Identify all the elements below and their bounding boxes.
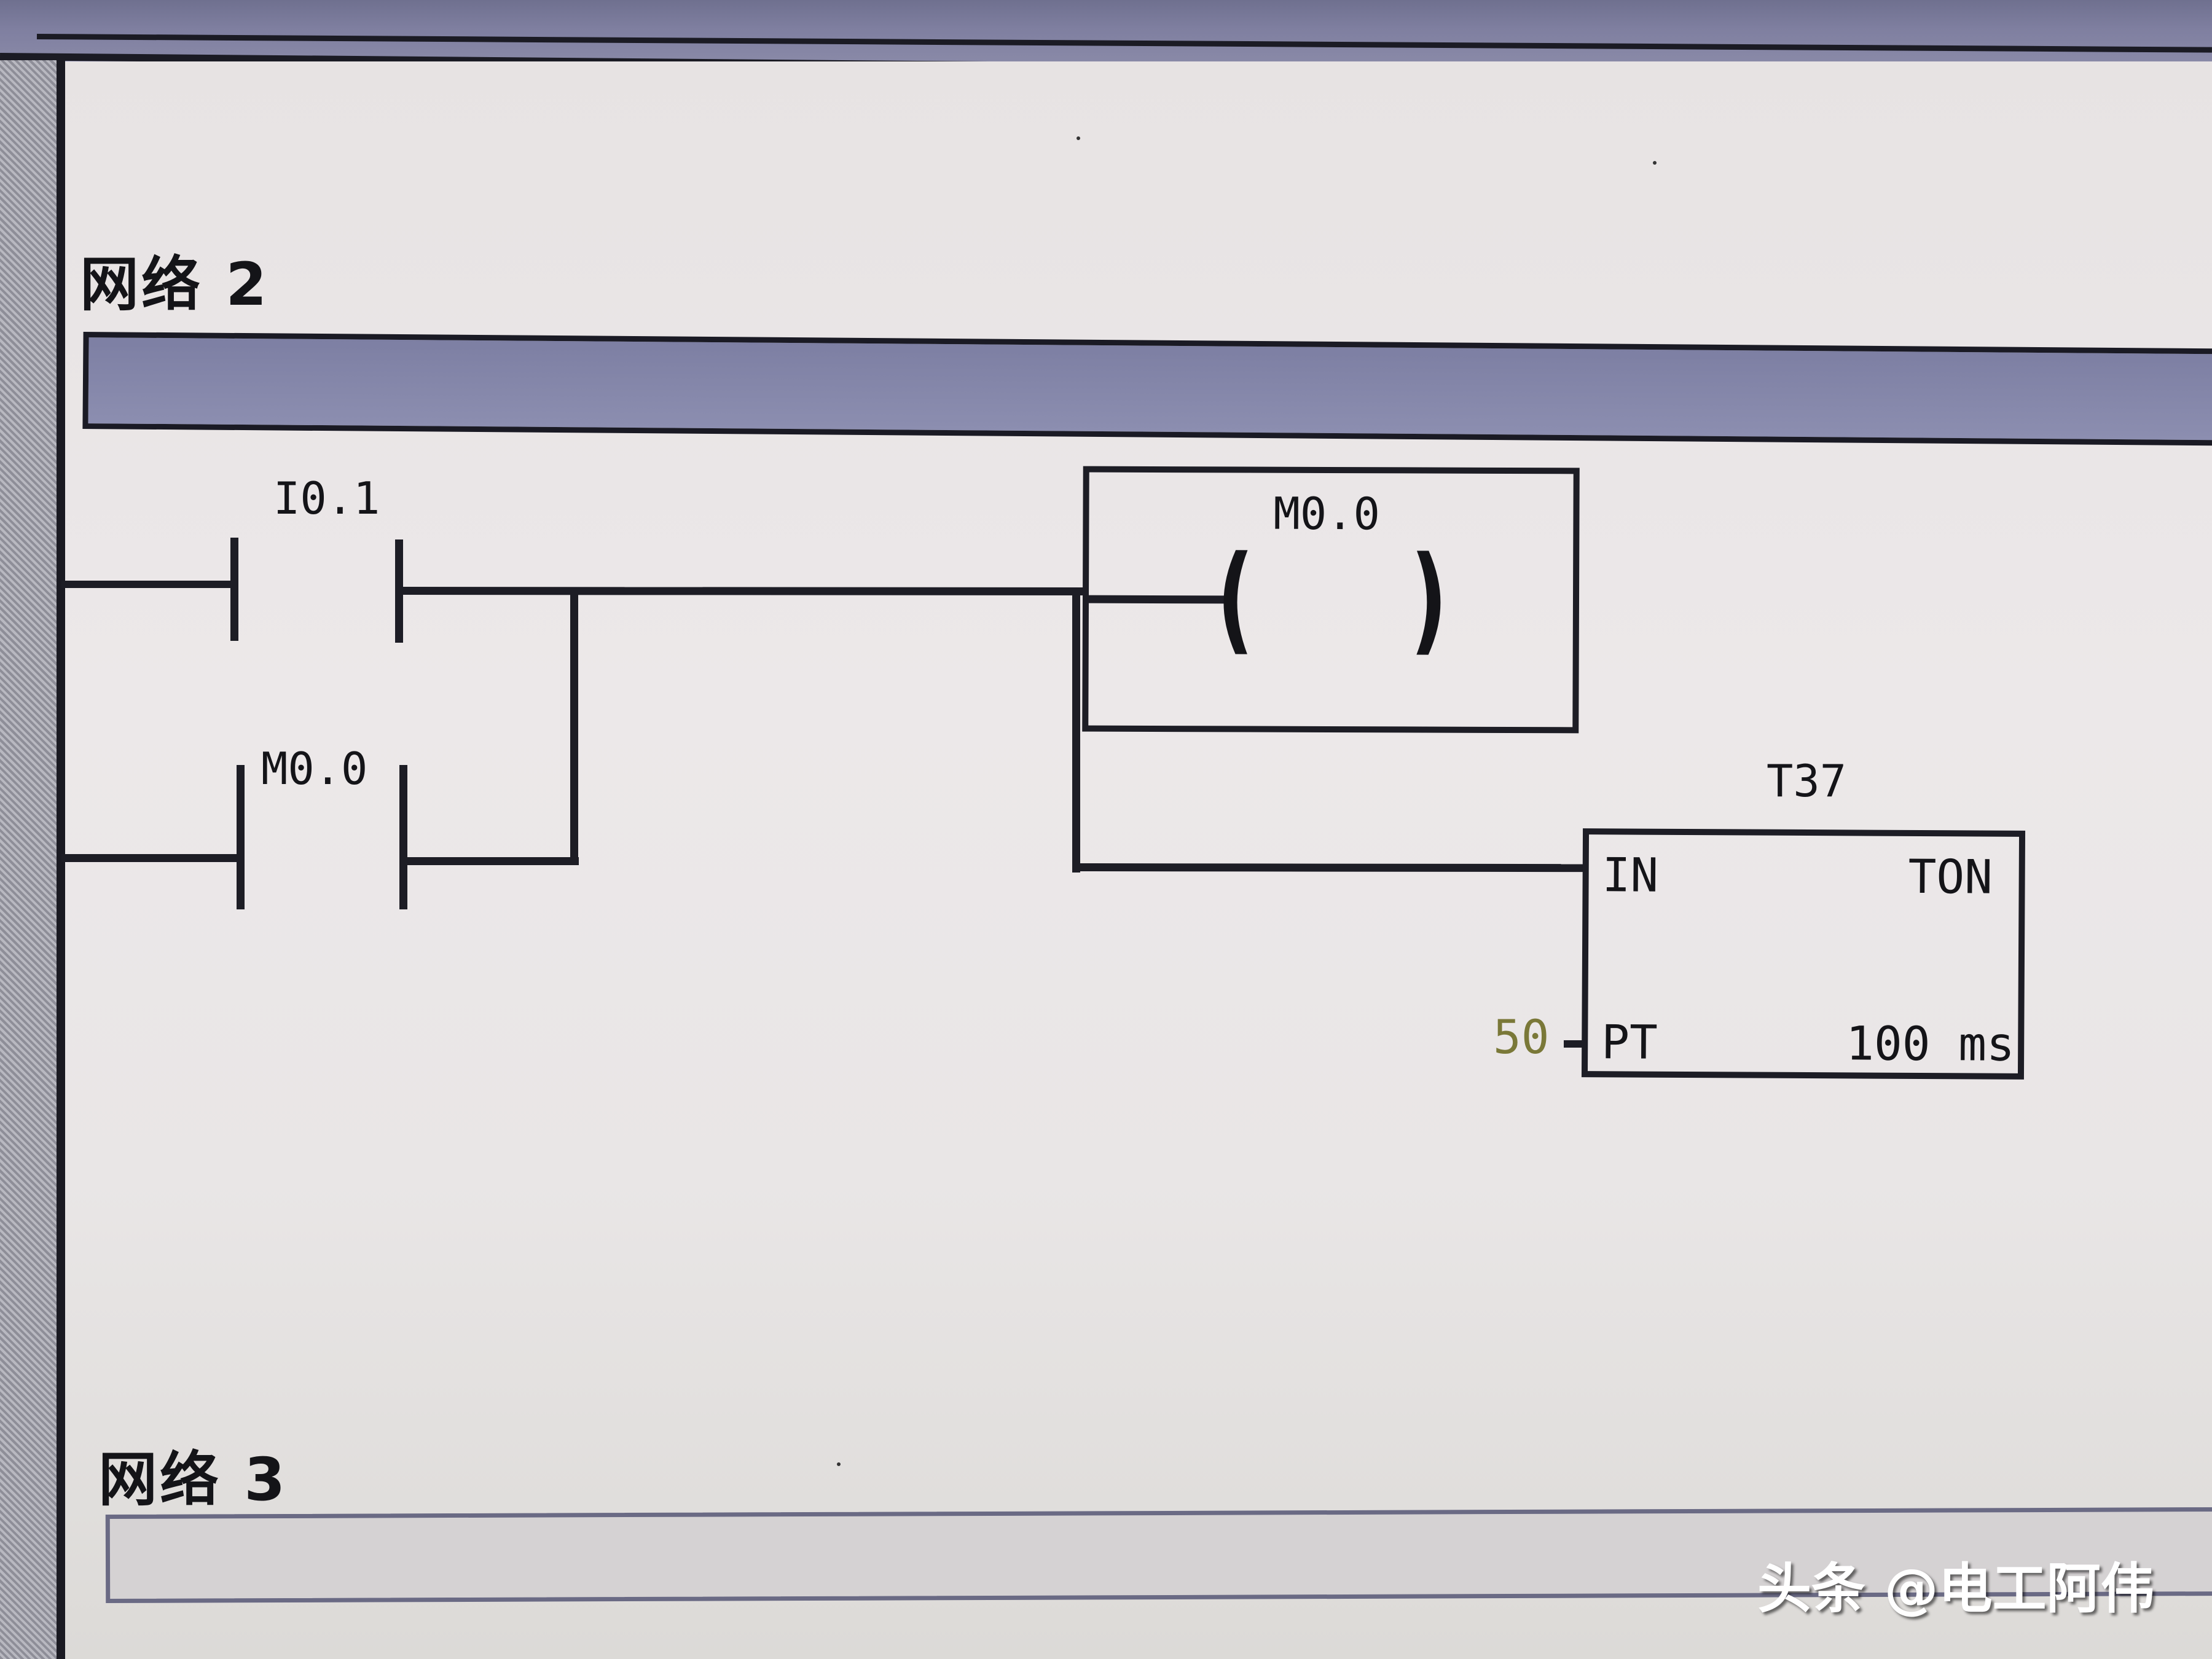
screen-speck <box>1077 136 1080 140</box>
branch-wire <box>402 857 579 865</box>
branch-vertical <box>570 590 578 865</box>
coil-wire <box>1088 595 1228 604</box>
contact-left-plate <box>237 765 245 909</box>
screen-speck <box>837 1462 841 1466</box>
contact-M0.0[interactable] <box>237 765 415 912</box>
window-title-area <box>0 0 2212 65</box>
coil-left-paren-icon: ( <box>1216 530 1255 667</box>
timer-type-label: TON <box>1908 849 1993 904</box>
timer-pt-value[interactable]: 50 <box>1493 1010 1550 1064</box>
screen-speck <box>1653 161 1657 165</box>
timer-pt-pin: PT <box>1601 1014 1658 1070</box>
timer-pt-wire <box>1564 1040 1585 1048</box>
rung-wire <box>61 581 237 588</box>
left-power-rail <box>57 60 65 1659</box>
network-2-comment-field[interactable] <box>82 332 2212 446</box>
output-branch-vertical <box>1072 590 1080 873</box>
editor-left-gutter <box>0 60 57 1659</box>
timer-TON-box[interactable]: IN TON PT 100 ms <box>1581 828 2026 1080</box>
contact-right-plate <box>395 539 403 643</box>
timer-address[interactable]: T37 <box>1767 755 1847 807</box>
contact-right-plate <box>399 765 407 909</box>
timer-in-pin: IN <box>1602 847 1659 903</box>
network-3-title[interactable]: 网络 3 <box>98 1445 288 1514</box>
contact-left-plate <box>230 538 238 641</box>
coil-M0.0-box[interactable]: M0.0 ( ) <box>1082 466 1580 734</box>
timer-in-wire <box>1072 863 1589 873</box>
timer-resolution: 100 ms <box>1846 1016 2015 1072</box>
network-2-title[interactable]: 网络 2 <box>80 250 270 319</box>
contact-M0.0-address[interactable]: M0.0 <box>261 743 368 794</box>
rung-wire <box>402 587 1085 595</box>
branch-wire <box>61 854 243 862</box>
coil-right-paren-icon: ) <box>1410 531 1448 667</box>
contact-I0.1-address[interactable]: I0.1 <box>273 473 380 524</box>
coil-M0.0-address[interactable]: M0.0 <box>1273 487 1381 540</box>
watermark-text: 头条 @电工阿伟 <box>1757 1557 2155 1620</box>
contact-I0.1[interactable] <box>230 535 409 645</box>
